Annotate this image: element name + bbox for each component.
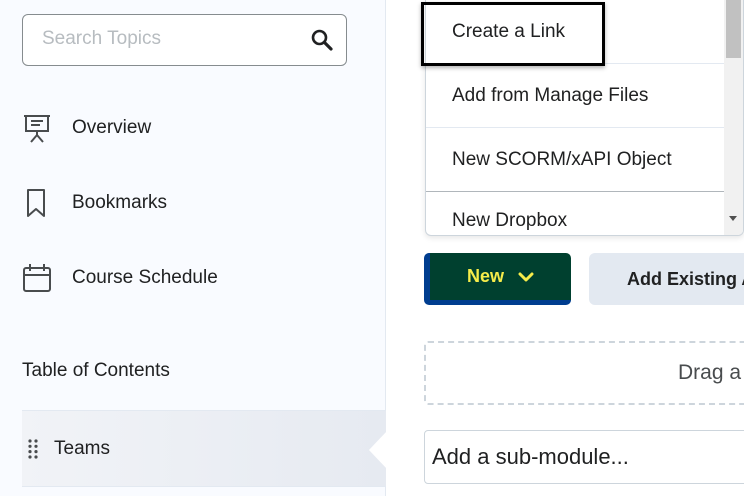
- scrollbar-thumb[interactable]: [726, 0, 741, 58]
- chevron-down-icon: [518, 272, 534, 281]
- nav-label: Overview: [72, 117, 152, 138]
- menu-item-new-dropbox[interactable]: New Dropbox: [452, 210, 568, 231]
- nav-bookmarks[interactable]: Bookmarks: [22, 188, 167, 218]
- nav-label: Course Schedule: [72, 267, 218, 288]
- drag-drop-area[interactable]: Drag a: [424, 341, 744, 405]
- toc-heading: Table of Contents: [22, 360, 170, 381]
- menu-scrollbar[interactable]: [724, 0, 743, 235]
- module-label: Teams: [54, 437, 110, 459]
- selected-indicator: [369, 431, 387, 469]
- nav-label: Bookmarks: [72, 192, 168, 213]
- search-icon[interactable]: [310, 28, 334, 52]
- search-input[interactable]: [42, 28, 302, 50]
- new-dropdown-menu: Create a Link Add from Manage Files New …: [425, 0, 744, 236]
- nav-overview[interactable]: Overview: [22, 113, 151, 143]
- scroll-down-arrow-icon[interactable]: [729, 216, 737, 221]
- module-teams[interactable]: Teams: [22, 410, 387, 487]
- add-submodule-input[interactable]: Add a sub-module...: [424, 430, 744, 484]
- menu-item-add-from-manage-files[interactable]: Add from Manage Files: [426, 64, 724, 128]
- add-existing-button[interactable]: Add Existing A: [589, 253, 744, 305]
- sidebar: Overview Bookmarks Course Schedule Table…: [22, 0, 387, 496]
- new-button-label: New: [466, 266, 504, 286]
- nav-course-schedule[interactable]: Course Schedule: [22, 263, 218, 293]
- bookmark-icon: [27, 189, 45, 217]
- menu-item-new-scorm[interactable]: New SCORM/xAPI Object: [426, 128, 724, 192]
- menu-item-create-link[interactable]: Create a Link: [426, 0, 724, 64]
- new-button[interactable]: New: [424, 253, 571, 305]
- search-field[interactable]: [22, 14, 347, 66]
- presentation-icon: [24, 115, 50, 143]
- calendar-icon: [23, 264, 51, 292]
- drag-handle-icon[interactable]: [28, 438, 38, 459]
